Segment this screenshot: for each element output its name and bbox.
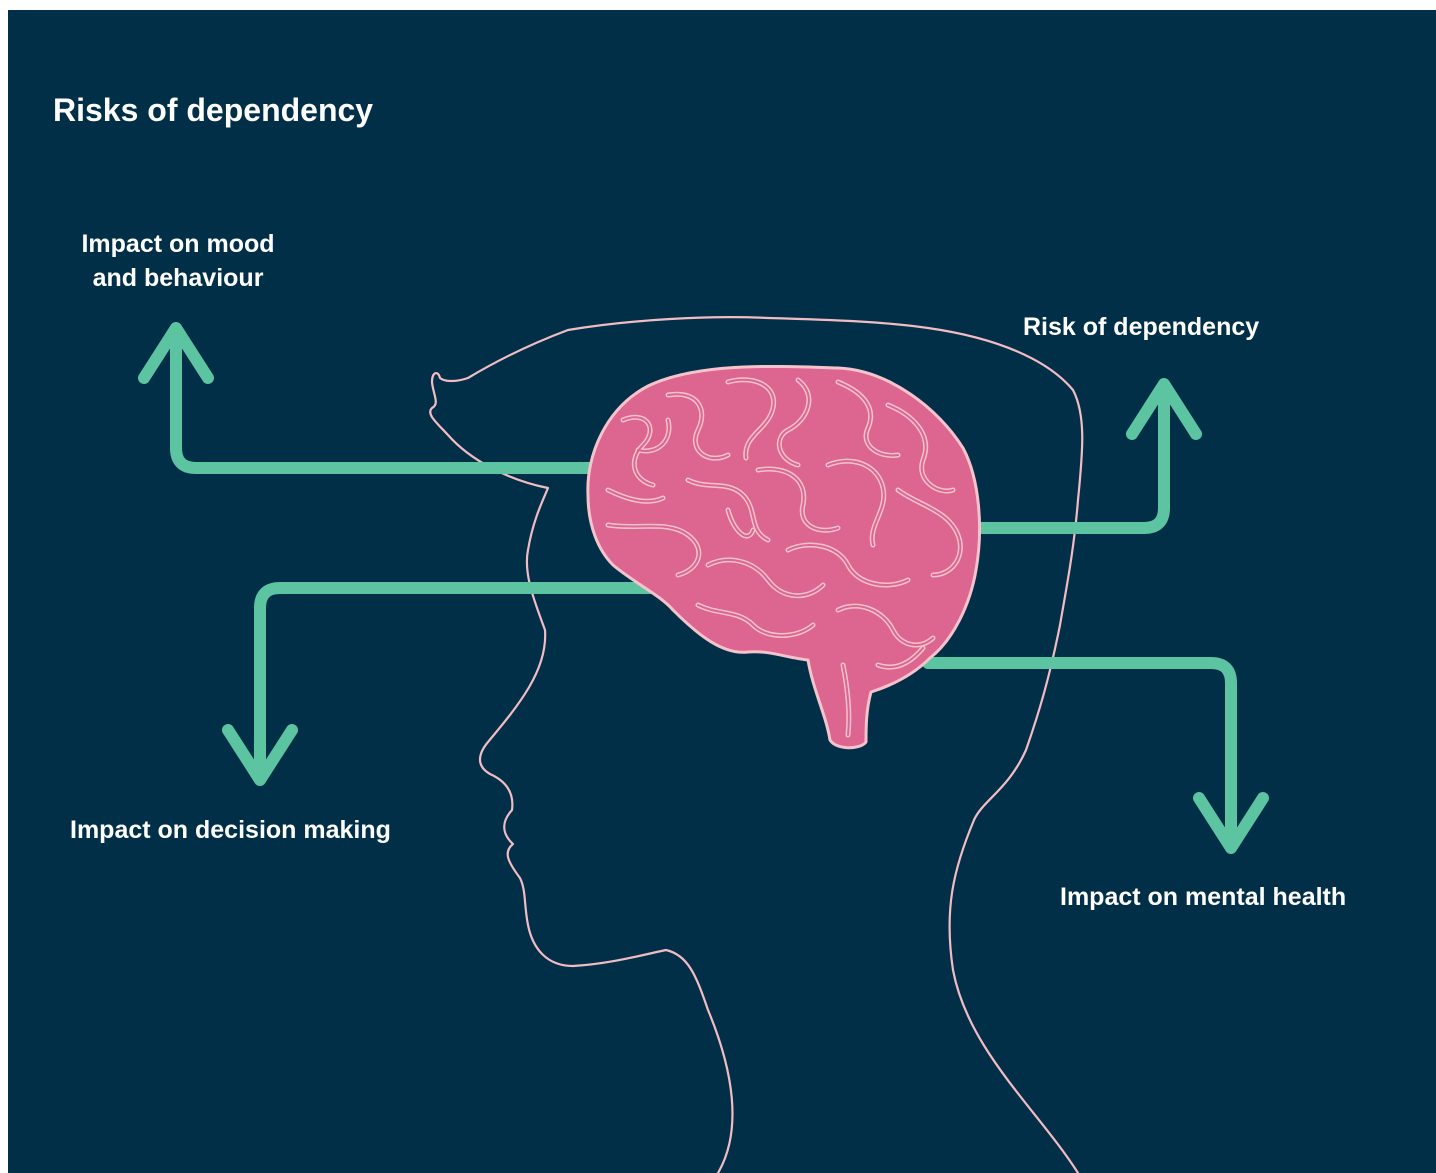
arrow-mental-health xyxy=(922,657,1269,854)
label-impact-mental-health: Impact on mental health xyxy=(1060,883,1347,911)
page-title: Risks of dependency xyxy=(53,92,374,128)
label-risk-dependency: Risk of dependency xyxy=(1023,313,1260,341)
arrow-dependency xyxy=(970,378,1202,534)
brain-icon xyxy=(586,364,982,750)
label-impact-decision: Impact on decision making xyxy=(70,816,391,844)
arrow-decision xyxy=(222,582,694,786)
brain-shape xyxy=(586,364,982,750)
label-impact-mood: Impact on mood and behaviour xyxy=(81,230,275,292)
arrow-mood xyxy=(138,322,614,474)
head-brain-illustration xyxy=(138,316,1269,1173)
head-outline xyxy=(429,316,1084,1173)
diagram-panel: Risks of dependency Impact on mood and b… xyxy=(8,10,1436,1173)
brain-folds-inner xyxy=(607,378,962,736)
